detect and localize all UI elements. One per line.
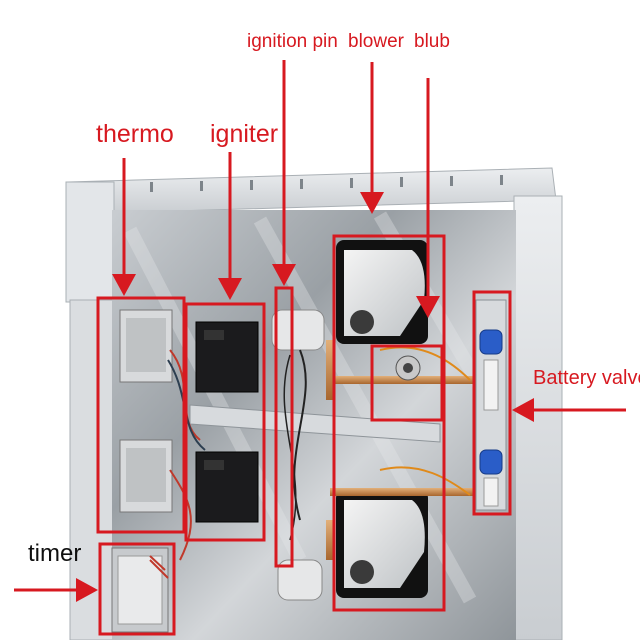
blowers	[336, 240, 428, 598]
battery-valves	[475, 299, 507, 511]
blub-arrowhead	[416, 296, 440, 318]
thermo-label: thermo	[96, 120, 174, 148]
mounting-rail	[189, 404, 441, 443]
ignition-pin-label: ignition pin	[247, 31, 338, 52]
ignition-pin-highlight-box	[274, 286, 294, 568]
battery-valve-arrowhead	[512, 398, 534, 422]
igniter-highlight-box	[184, 302, 266, 542]
thermo-arrowhead	[112, 274, 136, 296]
timer-label: timer	[28, 540, 82, 567]
timer-arrowhead	[76, 578, 98, 602]
annotation-overlay	[14, 60, 626, 636]
battery-valve-highlight-box	[472, 290, 512, 516]
timer-unit	[111, 547, 169, 633]
ignition-pin-arrowhead	[272, 264, 296, 286]
igniter-modules	[195, 321, 259, 523]
blub-sensor	[395, 355, 421, 381]
blower-arrowhead	[360, 192, 384, 214]
thermo-highlight-box	[96, 296, 186, 534]
ignition-pins	[271, 309, 325, 601]
blub-highlight-box	[370, 344, 444, 422]
blub-label: blub	[414, 31, 450, 52]
igniter-arrowhead	[218, 278, 242, 300]
blower-highlight-box	[332, 234, 446, 612]
battery-valve-label: Battery valve	[533, 367, 640, 389]
igniter-label: igniter	[210, 120, 279, 148]
blower-label: blower	[348, 31, 404, 52]
timer-highlight-box	[98, 542, 176, 636]
